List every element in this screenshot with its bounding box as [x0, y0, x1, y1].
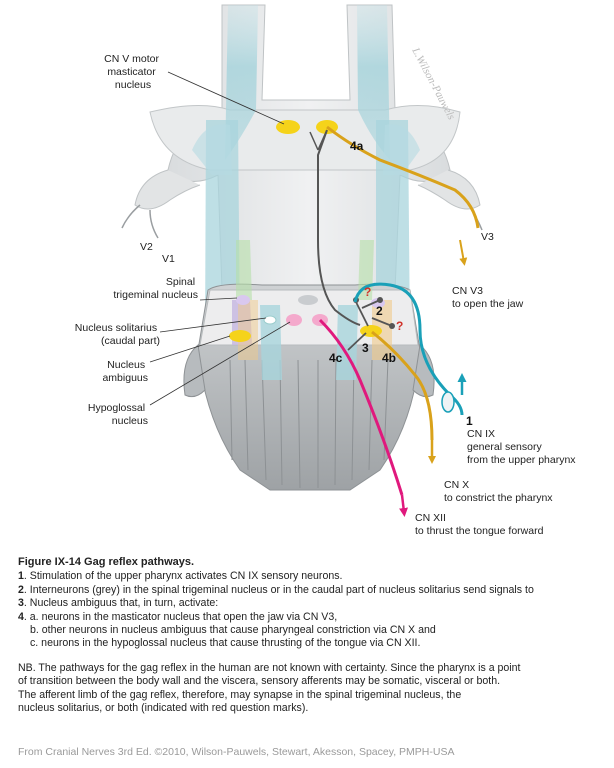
source-credit: From Cranial Nerves 3rd Ed. ©2010, Wilso…: [18, 746, 455, 758]
label-cnx: CN X to constrict the pharynx: [444, 479, 553, 504]
label-nucleus-ambiguus: Nucleus ambiguus: [102, 359, 148, 384]
question-mark-1: ?: [364, 285, 371, 299]
caption-item-4: 4. a. neurons in the masticator nucleus …: [18, 610, 338, 623]
label-v2: V2: [140, 241, 153, 253]
caption-sub-item-c: c. neurons in the hypoglossal nucleus th…: [30, 637, 421, 650]
marker-2: 2: [376, 304, 383, 318]
label-spinal-trigeminal: Spinal trigeminal nucleus: [113, 276, 198, 301]
caption-item-1: 1. Stimulation of the upper pharynx acti…: [18, 570, 343, 583]
note-line: NB. The pathways for the gag reflex in t…: [18, 662, 521, 674]
label-cnv3: CN V3 to open the jaw: [452, 285, 524, 310]
caption-item-2: 2. Interneurons (grey) in the spinal tri…: [18, 583, 534, 596]
label-v1: V1: [162, 253, 175, 265]
leader-lines: [149, 71, 291, 406]
hypoglossal-left: [286, 314, 302, 326]
caption-sub-item-b: b. other neurons in nucleus ambiguus tha…: [30, 624, 436, 637]
marker-4b: 4b: [382, 351, 396, 365]
marker-4c: 4c: [329, 351, 343, 365]
note-line: of transition between the body wall and …: [18, 675, 501, 688]
marker-1: 1: [466, 414, 473, 428]
caption-item-3: 3. Nucleus ambiguus that, in turn, activ…: [18, 597, 219, 610]
figure-caption: Figure IX-14 Gag reflex pathways. 1. Sti…: [18, 556, 608, 651]
pathways: [309, 125, 480, 517]
label-cnxii: CN XII to thrust the tongue forward: [415, 512, 544, 537]
label-nucleus-solitarius: Nucleus solitarius (caudal part): [75, 322, 160, 347]
labels: CN V motor masticator nucleus V2 V1 V3 S…: [75, 53, 577, 537]
label-hypoglossal: Hypoglossal nucleus: [88, 402, 148, 427]
label-v3: V3: [481, 231, 494, 243]
marker-4a: 4a: [350, 139, 364, 153]
question-mark-2: ?: [396, 319, 403, 333]
spinal-trigeminal-left: [236, 295, 250, 305]
pons-section: [121, 4, 483, 291]
nucleus-solitarius-left: [263, 315, 277, 325]
note-line: nucleus solitarius, or both (indicated w…: [18, 702, 309, 715]
note-paragraph: NB. The pathways for the gag reflex in t…: [18, 662, 608, 716]
marker-3: 3: [362, 341, 369, 355]
label-cnv-motor: CN V motor masticator nucleus: [104, 53, 162, 91]
gag-reflex-diagram: L.Wilson-Pauwels CN V motor masticator n…: [75, 4, 577, 537]
label-cnix: CN IX general sensory from the upper pha…: [467, 428, 576, 466]
note-line: The afferent limb of the gag reflex, the…: [18, 688, 462, 701]
nucleus-ambiguus-left: [229, 330, 251, 342]
caption-title: Figure IX-14 Gag reflex pathways.: [18, 556, 195, 568]
